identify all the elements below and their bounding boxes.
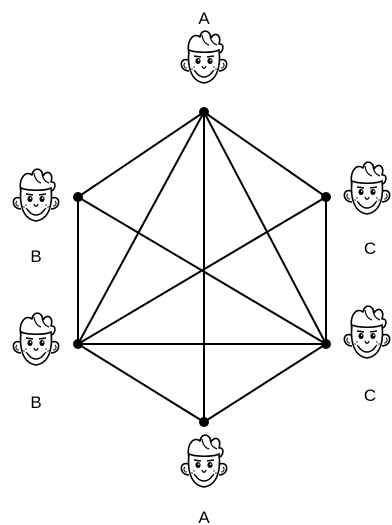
node-label-top: A	[198, 9, 210, 28]
boy-face-icon	[344, 306, 389, 358]
node-dot-lower-left	[73, 339, 83, 349]
edge-lower-left-bottom	[78, 344, 204, 422]
boy-face-icon	[181, 435, 226, 487]
node-dot-top	[199, 107, 209, 117]
node-label-upper-right: C	[364, 239, 376, 258]
edge-top-lower-left	[78, 112, 204, 344]
edge-top-upper-left	[78, 112, 204, 197]
node-label-lower-right: C	[364, 386, 376, 405]
node-label-lower-left: B	[30, 393, 41, 412]
node-label-upper-left: B	[30, 247, 41, 266]
edge-top-upper-right	[204, 112, 326, 197]
boy-face-icon	[344, 162, 389, 214]
node-dot-upper-left	[73, 192, 83, 202]
node-label-bottom: A	[198, 508, 210, 525]
node-dot-bottom	[199, 417, 209, 427]
edge-top-lower-right	[204, 112, 326, 344]
boy-face-icon	[181, 31, 226, 83]
node-dot-upper-right	[321, 192, 331, 202]
boy-face-icon	[13, 313, 58, 365]
node-dot-lower-right	[321, 339, 331, 349]
edge-lower-right-bottom	[204, 344, 326, 422]
boy-face-icon	[13, 169, 58, 221]
